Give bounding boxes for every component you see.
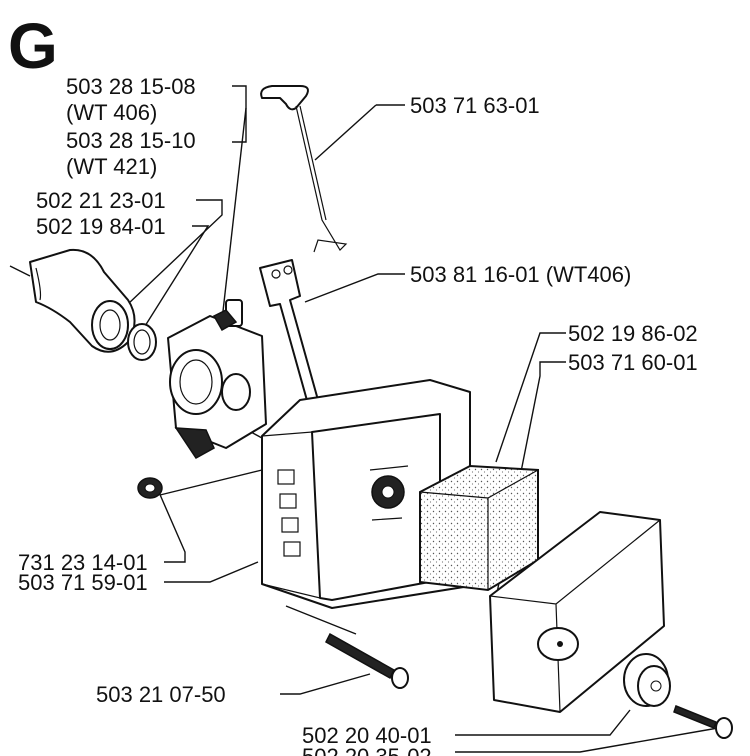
filter-cover-part <box>489 511 665 713</box>
label-carburetor-2: 503 28 15-10 <box>66 128 196 153</box>
label-filter-2: 503 71 60-01 <box>568 350 698 375</box>
label-carburetor-1: 503 28 15-08 <box>66 74 196 99</box>
bolt-part <box>673 705 733 739</box>
label-bolt: 502 20 35-02 <box>302 744 432 756</box>
label-nut: 731 23 14-01 <box>18 550 148 575</box>
section-letter: G <box>8 10 58 82</box>
label-choke-rod: 503 71 63-01 <box>410 93 540 118</box>
label-knob: 502 20 40-01 <box>302 723 432 748</box>
foam-filter-part <box>419 464 539 592</box>
leader-lines <box>9 85 719 753</box>
gasket-ring-part <box>127 323 157 361</box>
choke-lever-part <box>259 259 319 405</box>
filter-knob-part <box>623 653 671 707</box>
label-housing: 503 71 59-01 <box>18 570 148 595</box>
intake-elbow-part <box>29 248 136 353</box>
screw-part <box>325 632 409 689</box>
filter-housing-part <box>261 379 471 609</box>
nut-part <box>137 477 163 499</box>
label-carburetor-1-model: (WT 406) <box>66 100 157 125</box>
carburetor-part <box>167 299 267 459</box>
label-carburetor-2-model: (WT 421) <box>66 154 157 179</box>
label-intake-2: 502 19 84-01 <box>36 214 166 239</box>
label-choke-lever: 503 81 16-01 (WT406) <box>410 262 631 287</box>
choke-rod-part <box>260 85 348 253</box>
label-filter-1: 502 19 86-02 <box>568 321 698 346</box>
label-intake-1: 502 21 23-01 <box>36 188 166 213</box>
label-screw: 503 21 07-50 <box>96 682 226 707</box>
